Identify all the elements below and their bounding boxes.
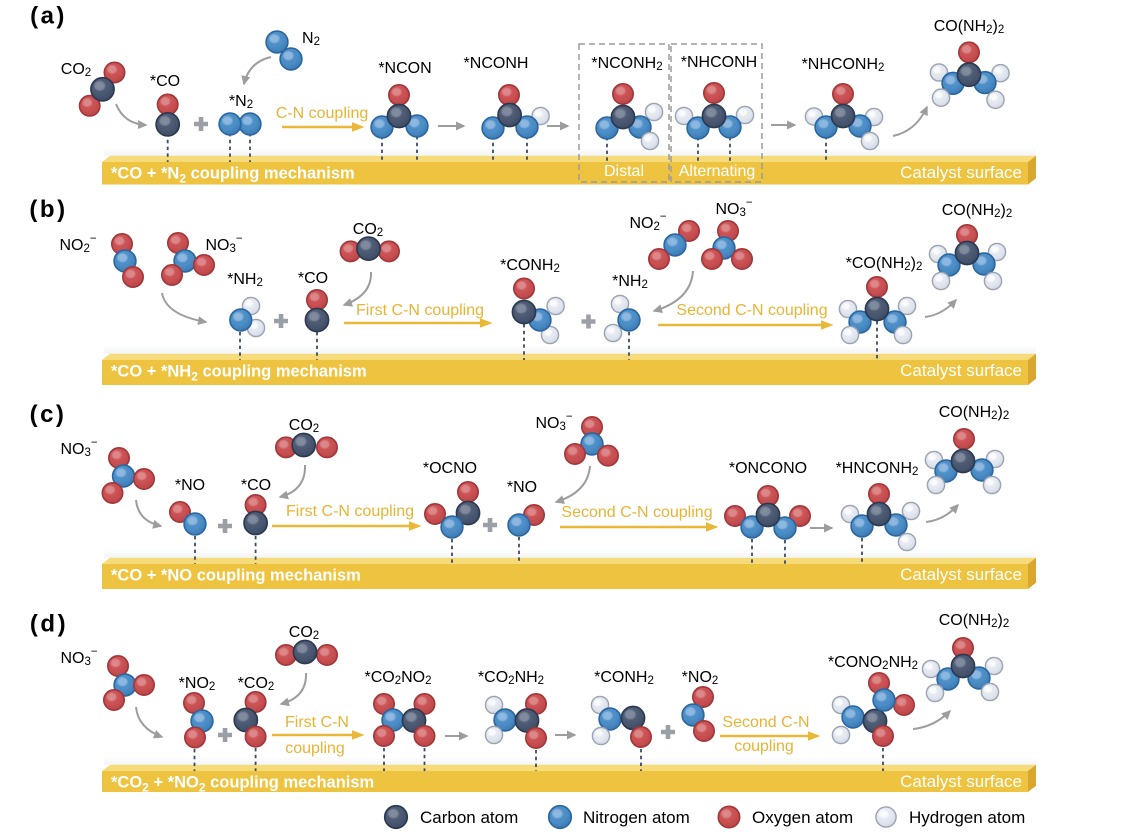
svg-text:Oxygen atom: Oxygen atom [752, 808, 853, 827]
svg-text:Catalyst surface: Catalyst surface [900, 361, 1022, 380]
svg-text:coupling: coupling [734, 738, 794, 755]
svg-text:Second C-N coupling: Second C-N coupling [561, 504, 712, 521]
svg-text:*CONO2NH2: *CONO2NH2 [828, 654, 918, 672]
svg-text:*CO + *NO coupling mechanism: *CO + *NO coupling mechanism [111, 567, 361, 585]
svg-text:*CONH2: *CONH2 [500, 257, 560, 275]
svg-text:(b): (b) [29, 196, 67, 223]
svg-text:First C-N coupling: First C-N coupling [286, 503, 414, 520]
svg-text:N2: N2 [302, 30, 320, 48]
svg-text:*CO2 + *NO2 coupling mechanism: *CO2 + *NO2 coupling mechanism [111, 774, 374, 795]
svg-text:NO2−: NO2− [59, 233, 96, 255]
svg-text:CO2: CO2 [289, 624, 319, 642]
svg-text:*NO2: *NO2 [179, 675, 216, 693]
svg-text:Alternating: Alternating [679, 163, 756, 180]
svg-text:Nitrogen atom: Nitrogen atom [583, 808, 690, 827]
svg-text:*NO: *NO [175, 477, 205, 494]
svg-text:*CO2: *CO2 [238, 675, 275, 693]
svg-text:CO(NH2)2: CO(NH2)2 [942, 202, 1013, 220]
svg-text:*OCNO: *OCNO [423, 460, 477, 477]
svg-text:*CO + *N2 coupling mechanism: *CO + *N2 coupling mechanism [111, 165, 355, 186]
svg-text:*NH2: *NH2 [227, 271, 263, 289]
svg-text:*CO: *CO [298, 270, 328, 287]
svg-text:*CO + *NH2 coupling mechanism: *CO + *NH2 coupling mechanism [111, 363, 367, 384]
svg-text:NO3−: NO3− [60, 437, 97, 459]
svg-text:*NO2: *NO2 [682, 669, 719, 687]
svg-text:*NO: *NO [507, 479, 537, 496]
svg-text:Second C-N: Second C-N [722, 714, 809, 731]
svg-text:First C-N coupling: First C-N coupling [356, 302, 484, 319]
svg-text:*NCONH2: *NCONH2 [591, 55, 662, 73]
svg-text:Hydrogen atom: Hydrogen atom [909, 808, 1025, 827]
svg-text:NO3−: NO3− [535, 411, 572, 433]
svg-text:NO3−: NO3− [60, 646, 97, 668]
svg-text:(a): (a) [30, 2, 67, 29]
svg-text:*NCONH: *NCONH [464, 55, 529, 72]
svg-text:*NHCONH2: *NHCONH2 [802, 56, 885, 74]
svg-text:*CO(NH2)2: *CO(NH2)2 [846, 255, 923, 273]
svg-text:*NHCONH: *NHCONH [681, 54, 757, 71]
svg-text:Second C-N coupling: Second C-N coupling [676, 302, 827, 319]
svg-text:(c): (c) [30, 401, 67, 428]
svg-text:Catalyst surface: Catalyst surface [900, 772, 1022, 791]
svg-text:*ONCONO: *ONCONO [729, 460, 807, 477]
svg-text:*CO2NO2: *CO2NO2 [364, 669, 431, 687]
svg-text:*N2: *N2 [229, 93, 253, 111]
svg-text:*CONH2: *CONH2 [594, 669, 654, 687]
svg-text:First C-N: First C-N [285, 714, 349, 731]
svg-text:CO2: CO2 [353, 221, 383, 239]
svg-text:Carbon atom: Carbon atom [420, 808, 518, 827]
svg-text:CO(NH2)2: CO(NH2)2 [939, 404, 1010, 422]
svg-text:*NH2: *NH2 [612, 273, 648, 291]
svg-text:C-N coupling: C-N coupling [276, 105, 368, 122]
svg-text:*HNCONH2: *HNCONH2 [836, 460, 919, 478]
svg-text:CO(NH2)2: CO(NH2)2 [934, 18, 1005, 36]
svg-text:CO2: CO2 [61, 61, 91, 79]
svg-text:*NCON: *NCON [378, 60, 431, 77]
svg-text:(d): (d) [30, 610, 68, 637]
svg-text:*CO: *CO [150, 73, 180, 90]
svg-text:Catalyst surface: Catalyst surface [900, 163, 1022, 182]
svg-text:NO3−: NO3− [205, 233, 242, 255]
svg-text:Distal: Distal [604, 163, 644, 180]
svg-text:Catalyst surface: Catalyst surface [900, 565, 1022, 584]
svg-text:CO2: CO2 [289, 417, 319, 435]
svg-text:*CO: *CO [241, 477, 271, 494]
svg-text:*CO2NH2: *CO2NH2 [478, 669, 544, 687]
svg-text:NO3−: NO3− [715, 197, 752, 219]
svg-text:coupling: coupling [285, 740, 345, 757]
svg-text:NO2−: NO2− [629, 211, 666, 233]
svg-text:CO(NH2)2: CO(NH2)2 [939, 612, 1010, 630]
